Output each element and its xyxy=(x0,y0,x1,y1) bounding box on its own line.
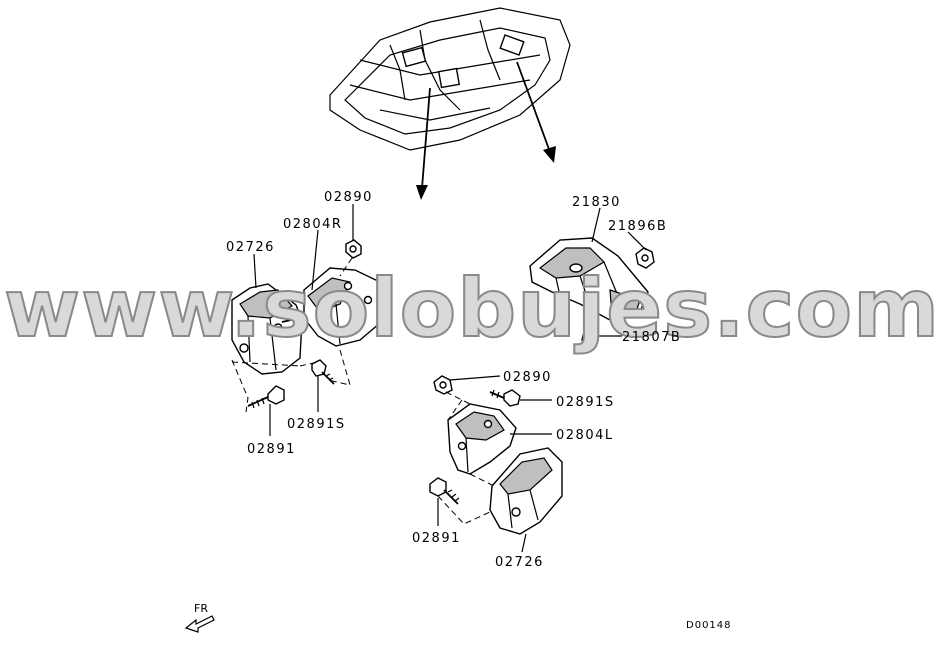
label-02804L: 02804L xyxy=(556,428,614,443)
label-02891S-mid: 02891S xyxy=(556,395,615,410)
label-21830: 21830 xyxy=(572,195,621,210)
bolt-02891-left xyxy=(247,385,285,409)
label-21807B: 21807B xyxy=(622,330,681,345)
assembly-lines-lower xyxy=(437,391,495,525)
diagram-code: D00148 xyxy=(686,620,732,631)
nut-21896B xyxy=(635,247,655,269)
part-labels: 02890 02804R 02726 02891S 02891 21830 21… xyxy=(226,190,681,570)
label-02726-bottom: 02726 xyxy=(495,555,544,570)
left-bracket-02804R xyxy=(281,267,391,347)
front-direction-marker: FR xyxy=(184,602,215,633)
bolt-21807B xyxy=(581,312,599,341)
label-02804R: 02804R xyxy=(283,217,342,232)
label-02891-left: 02891 xyxy=(247,442,296,457)
bolt-02891-bottom xyxy=(429,477,460,505)
leader-lines-right xyxy=(591,207,647,337)
bolt-02891S-mid xyxy=(489,389,521,407)
fr-label: FR xyxy=(194,602,208,615)
bracket-02804L xyxy=(447,403,517,475)
label-02890-top: 02890 xyxy=(324,190,373,205)
label-21896B: 21896B xyxy=(608,219,667,234)
bolt-02891S-left xyxy=(311,359,335,385)
vehicle-frame xyxy=(329,7,571,151)
leader-lines-left xyxy=(253,204,354,436)
label-02891S-left: 02891S xyxy=(287,417,346,432)
label-02890-mid: 02890 xyxy=(503,370,552,385)
watermark: www.solobujes.com xyxy=(4,262,940,355)
front-arrow-icon xyxy=(184,615,215,633)
transmission-mount-21830 xyxy=(529,237,649,321)
leader-lines-lower xyxy=(437,375,552,553)
label-02726-left: 02726 xyxy=(226,240,275,255)
left-insulator-02726 xyxy=(231,283,303,375)
nut-02890-mid xyxy=(433,375,453,395)
pointer-arrows xyxy=(416,61,556,200)
insulator-02726-bottom xyxy=(489,447,563,535)
label-02891-bottom: 02891 xyxy=(412,531,461,546)
nut-02890-top xyxy=(345,239,362,259)
assembly-lines-left xyxy=(231,257,353,413)
